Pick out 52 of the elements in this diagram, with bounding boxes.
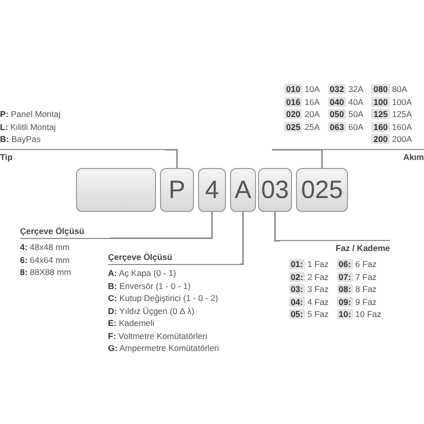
group-heading: Faz / Kademe — [280, 240, 390, 255]
option-item: 050 50A — [328, 109, 364, 120]
option-item: 4: 48x48 mm — [20, 242, 71, 253]
code-box: 4 — [198, 168, 226, 212]
group-heading: Akım — [272, 149, 424, 164]
group-heading: Çerçeve Ölçüsü — [108, 250, 240, 265]
option-item: 09: 9 Faz — [336, 296, 378, 308]
option-item: 06: 6 Faz — [336, 259, 378, 270]
option-item: L: Kilitli Montaj — [0, 122, 57, 132]
leader-line — [272, 149, 323, 168]
option-item: D: Yıldız Üçgen (0 Δ λ) — [108, 306, 196, 316]
option-item: 160 160A — [371, 122, 412, 132]
option-item: 6: 64x64 mm — [20, 254, 71, 266]
option-item: 016 16A — [284, 96, 320, 108]
code-box: P — [160, 168, 194, 212]
option-item: P: Panel Montaj — [0, 109, 60, 120]
option-item: A: Aç Kapa (0 - 1) — [108, 268, 178, 279]
option-item: 200 200A — [371, 134, 412, 145]
option-item: 08: 8 Faz — [336, 284, 378, 295]
option-item: 04: 4 Faz — [288, 296, 329, 308]
option-item: 080 80A — [371, 84, 408, 95]
option-item: 025 25A — [284, 122, 320, 132]
option-item: 10: 10 Faz — [336, 309, 382, 320]
option-item: 8: 88X88 mm — [20, 267, 72, 278]
code-box — [76, 168, 156, 212]
option-item: B: Enversör (1 - 0 - 1) — [108, 280, 192, 292]
option-item: F: Voltmetre Komütatörleri — [108, 330, 208, 342]
option-item: 02: 2 Faz — [288, 272, 329, 282]
option-item: 05: 5 Faz — [288, 309, 329, 320]
leader-line — [240, 212, 244, 265]
option-item: 010 10A — [284, 84, 320, 95]
group-heading: Çerçeve Ölçüsü — [20, 224, 110, 239]
option-item: 020 20A — [284, 109, 320, 120]
option-item: 03: 3 Faz — [288, 284, 329, 295]
code-box: 025 — [296, 168, 348, 212]
option-item: 100 100A — [371, 96, 412, 108]
option-item: 040 40A — [328, 96, 364, 108]
option-item: B: BayPas — [0, 134, 42, 145]
leader-line — [274, 212, 280, 242]
group-heading: Tip — [0, 149, 166, 164]
leader-line — [110, 212, 213, 239]
option-item: G: Ampermetre Komütatörleri — [108, 343, 220, 354]
option-item: C: Kutup Değiştirici (1 - 0 - 2) — [108, 293, 220, 304]
code-box: 03 — [258, 168, 292, 212]
code-box: A — [230, 168, 256, 212]
option-item: 01: 1 Faz — [288, 259, 329, 270]
leader-line — [166, 149, 178, 168]
option-item: 125 125A — [371, 109, 412, 120]
option-item: 032 32A — [328, 84, 364, 95]
option-item: E: Kademeli — [108, 318, 156, 329]
option-item: 063 60A — [328, 122, 364, 132]
option-item: 07: 7 Faz — [336, 272, 378, 282]
